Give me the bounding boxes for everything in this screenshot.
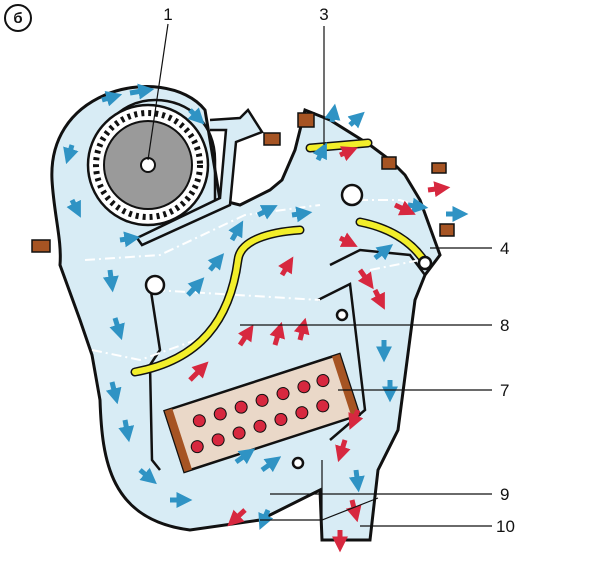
cold-airflow-arrows — [63, 83, 469, 530]
fresh-air-inlet — [135, 108, 264, 247]
damper-flap-icon — [130, 138, 430, 377]
callout-8: 8 — [500, 316, 509, 335]
callout-4: 4 — [500, 239, 509, 258]
callout-10: 10 — [496, 517, 515, 536]
svg-text:б: б — [13, 10, 22, 27]
blower-fan-icon — [86, 103, 210, 227]
callout-leaders — [147, 23, 492, 527]
mounting-flanges — [31, 112, 455, 253]
callout-9: 9 — [500, 485, 509, 504]
callout-labels: 1 3 4 8 7 9 10 — [163, 5, 515, 536]
variant-badge: б — [4, 4, 32, 32]
heater-core-icon — [163, 352, 361, 474]
callout-7: 7 — [500, 381, 509, 400]
damper-pivots — [144, 183, 433, 470]
callout-3: 3 — [319, 5, 328, 24]
callout-1: 1 — [163, 5, 172, 24]
